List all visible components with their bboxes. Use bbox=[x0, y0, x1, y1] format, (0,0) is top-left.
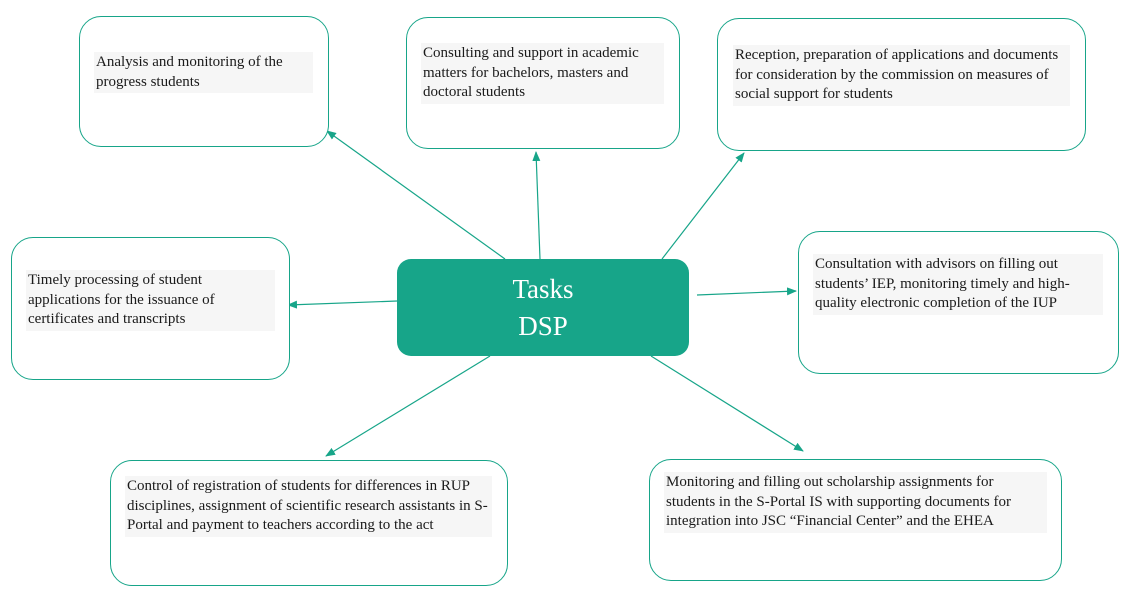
task-box-scholarship: Monitoring and filling out scholarship a… bbox=[649, 459, 1062, 581]
arrow-to-monitoring-progress bbox=[326, 130, 506, 260]
task-text-social-support: Reception, preparation of applications a… bbox=[733, 45, 1070, 106]
task-box-academic-consulting: Consulting and support in academic matte… bbox=[406, 17, 680, 149]
central-node-tasks-dsp: Tasks DSP bbox=[397, 259, 689, 356]
center-title-line-2: DSP bbox=[518, 310, 568, 341]
arrow-to-registration-control bbox=[325, 355, 491, 457]
task-box-iep-consultation: Consultation with advisors on filling ou… bbox=[798, 231, 1119, 374]
task-box-certificates: Timely processing of student application… bbox=[11, 237, 290, 380]
arrow-to-academic-consulting bbox=[532, 151, 541, 260]
task-box-social-support: Reception, preparation of applications a… bbox=[717, 18, 1086, 151]
task-text-certificates: Timely processing of student application… bbox=[26, 270, 275, 331]
task-box-monitoring-progress: Analysis and monitoring of the progress … bbox=[79, 16, 329, 147]
task-text-scholarship: Monitoring and filling out scholarship a… bbox=[664, 472, 1047, 533]
center-title-line-1: Tasks bbox=[512, 273, 574, 304]
arrow-to-scholarship bbox=[650, 355, 804, 452]
task-text-registration-control: Control of registration of students for … bbox=[125, 476, 492, 537]
task-box-registration-control: Control of registration of students for … bbox=[110, 460, 508, 586]
arrow-to-certificates bbox=[287, 300, 398, 309]
task-text-monitoring-progress: Analysis and monitoring of the progress … bbox=[94, 52, 313, 94]
arrow-to-social-support bbox=[661, 152, 745, 260]
arrow-to-iep-consultation bbox=[696, 287, 797, 296]
task-text-iep-consultation: Consultation with advisors on filling ou… bbox=[813, 254, 1103, 315]
task-text-academic-consulting: Consulting and support in academic matte… bbox=[421, 43, 664, 104]
